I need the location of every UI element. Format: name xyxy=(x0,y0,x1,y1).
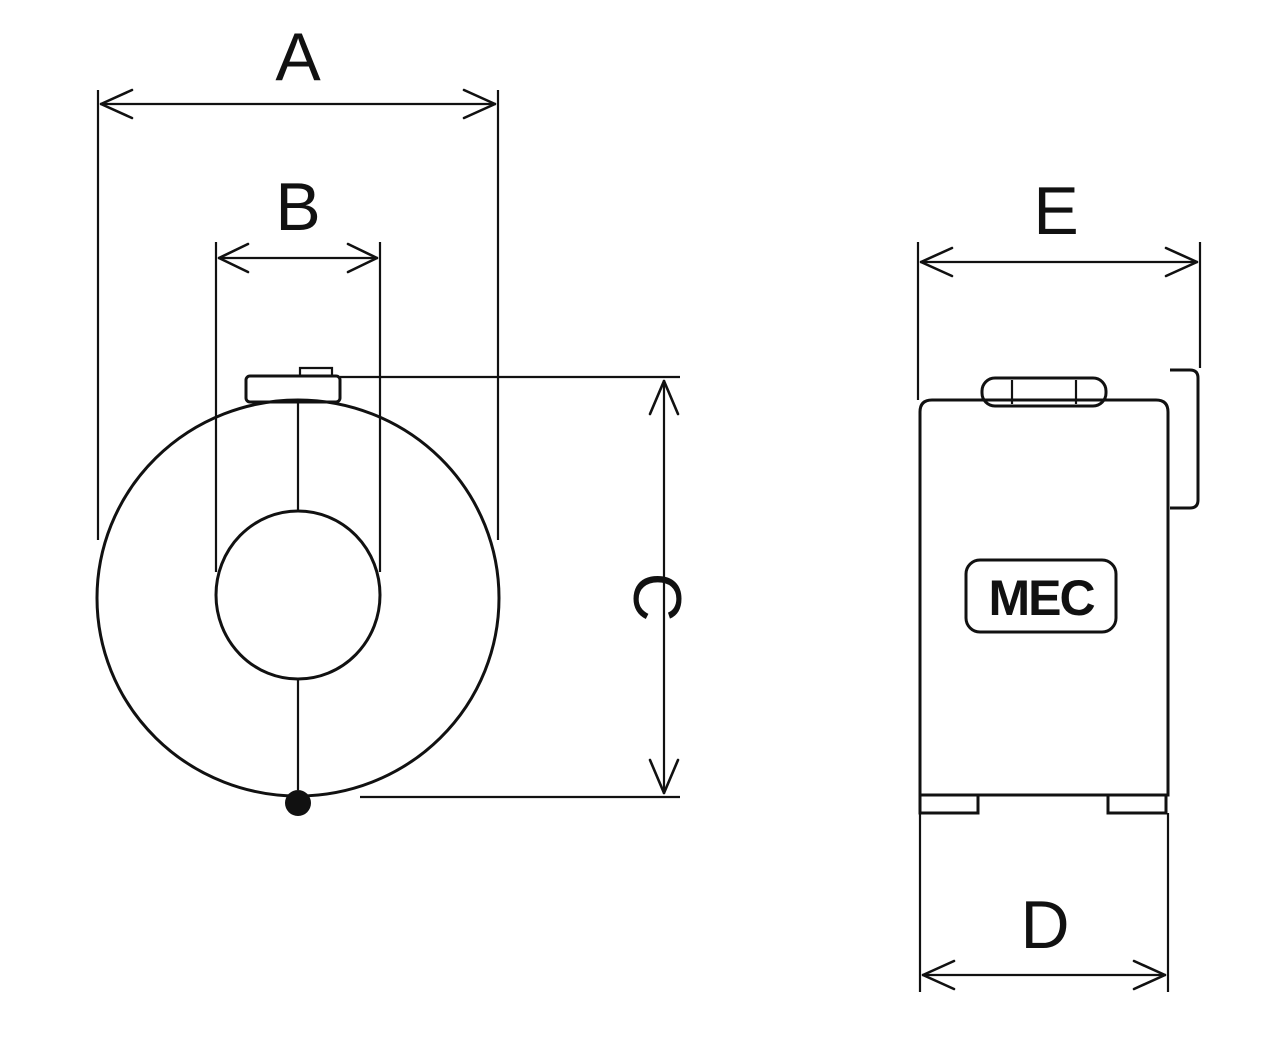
housing-foot-right xyxy=(1106,793,1168,815)
front-view xyxy=(95,366,501,816)
top-latch-nub xyxy=(298,366,334,376)
housing-body xyxy=(918,398,1170,797)
dimension-b-label: B xyxy=(275,169,320,245)
dimension-c-label: C xyxy=(619,572,695,621)
top-latch xyxy=(244,374,342,404)
dimension-d: D xyxy=(918,813,1170,992)
dimension-d-label: D xyxy=(1020,887,1069,963)
dimension-e: E xyxy=(916,173,1202,400)
inner-hole xyxy=(214,509,382,681)
dimension-a-label: A xyxy=(275,19,321,95)
housing-side-tab xyxy=(1170,368,1200,510)
brand-label: MEC xyxy=(988,570,1094,626)
dimension-b: B xyxy=(214,169,382,572)
dimension-c: C xyxy=(340,375,695,799)
housing-foot-left xyxy=(918,793,980,815)
side-view: MEC xyxy=(918,368,1200,815)
brand-badge xyxy=(964,558,1118,634)
dimension-a: A xyxy=(96,19,500,540)
housing-latch xyxy=(980,376,1108,408)
dimension-e-label: E xyxy=(1033,173,1078,249)
hinge-dot xyxy=(285,790,311,816)
